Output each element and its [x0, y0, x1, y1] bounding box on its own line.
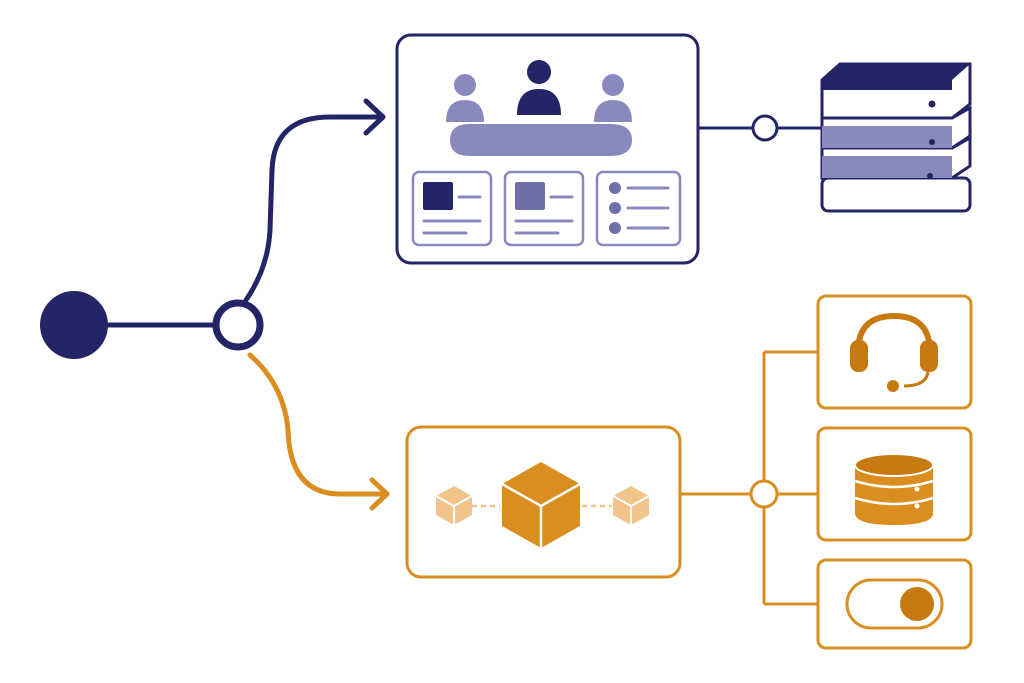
orange-arrow-head: [369, 477, 390, 511]
small-cube-icon: [612, 486, 650, 525]
headset-card: [816, 294, 973, 410]
headset-icon: [850, 312, 938, 392]
navy-branch-line: [243, 114, 383, 303]
module-panel: [405, 425, 682, 579]
navy-arrow-head: [363, 98, 386, 136]
panel-card-1: [411, 170, 493, 247]
team-panel: [395, 33, 700, 265]
server-rack-icon: [820, 62, 972, 213]
orange-branch-line: [247, 352, 387, 497]
junction-node-icon: [212, 299, 264, 351]
panel-card-3-list: [595, 170, 682, 247]
toggle-card: [816, 558, 973, 650]
toggle-switch-icon[interactable]: [845, 578, 944, 630]
panel-card-2: [503, 170, 585, 247]
server-link-node: [751, 114, 779, 142]
cube-icon: [501, 462, 581, 548]
database-icon: [854, 453, 934, 525]
team-meeting-icon: [446, 60, 632, 156]
source-node-icon: [40, 291, 108, 359]
database-card: [816, 426, 973, 542]
small-cube-icon: [435, 486, 473, 525]
bottom-link-node: [749, 479, 779, 509]
